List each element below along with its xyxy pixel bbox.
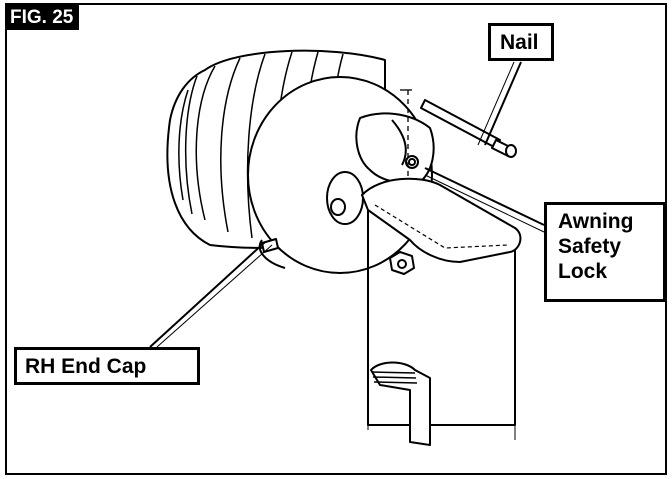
end-cap-label: RH End Cap bbox=[25, 355, 147, 378]
lock-label-line2: Safety bbox=[558, 235, 622, 258]
support-arm bbox=[367, 205, 516, 426]
nail-leader bbox=[484, 61, 522, 146]
awning-safety-lock-callout: Awning Safety Lock bbox=[544, 202, 666, 302]
figure-frame bbox=[5, 3, 667, 475]
rh-end-cap-callout: RH End Cap bbox=[14, 347, 200, 385]
nail-label: Nail bbox=[500, 31, 539, 54]
figure-label: FIG. 25 bbox=[5, 5, 80, 30]
lock-label-line3: Lock bbox=[558, 260, 608, 283]
lock-leader bbox=[424, 167, 545, 226]
lock-label-line1: Awning bbox=[558, 210, 634, 233]
nail-callout: Nail bbox=[488, 23, 554, 61]
endcap-leader bbox=[149, 241, 266, 348]
